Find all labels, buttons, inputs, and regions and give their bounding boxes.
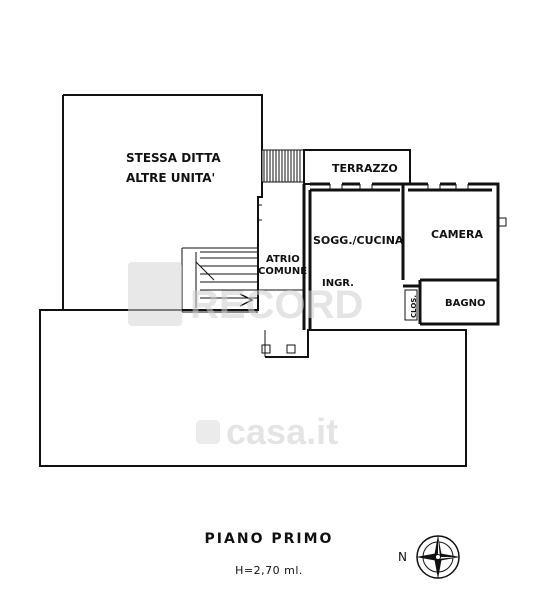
watermark: RECORD casa.it bbox=[128, 262, 363, 452]
window-frames bbox=[329, 184, 507, 227]
agency-logo-icon bbox=[128, 262, 182, 326]
label-bagno: BAGNO bbox=[445, 298, 485, 309]
apartment-walls bbox=[302, 182, 500, 330]
label-atrio: ATRIO bbox=[266, 254, 300, 265]
label-stessa-ditta: STESSA DITTA bbox=[126, 151, 221, 165]
label-terrazzo: TERRAZZO bbox=[332, 162, 398, 175]
door-openings bbox=[258, 204, 418, 357]
compass-rose-icon bbox=[416, 535, 460, 579]
label-closet: CLOS. bbox=[410, 295, 418, 318]
north-label: N bbox=[398, 550, 407, 564]
label-soggiorno-cucina: SOGG./CUCINA bbox=[313, 234, 404, 247]
watermark-agency: RECORD bbox=[190, 283, 363, 327]
ceiling-height: H=2,70 ml. bbox=[235, 564, 303, 577]
label-camera: CAMERA bbox=[431, 228, 484, 241]
common-stairs bbox=[181, 247, 258, 313]
label-comune: COMUNE bbox=[258, 266, 307, 277]
portal-logo-icon bbox=[196, 420, 220, 444]
stair-hatch-top bbox=[261, 149, 305, 183]
label-ingresso: INGR. bbox=[322, 278, 354, 289]
watermark-portal: casa.it bbox=[226, 411, 338, 452]
floor-title: PIANO PRIMO bbox=[204, 531, 334, 547]
label-altre-unita: ALTRE UNITA' bbox=[126, 171, 215, 185]
